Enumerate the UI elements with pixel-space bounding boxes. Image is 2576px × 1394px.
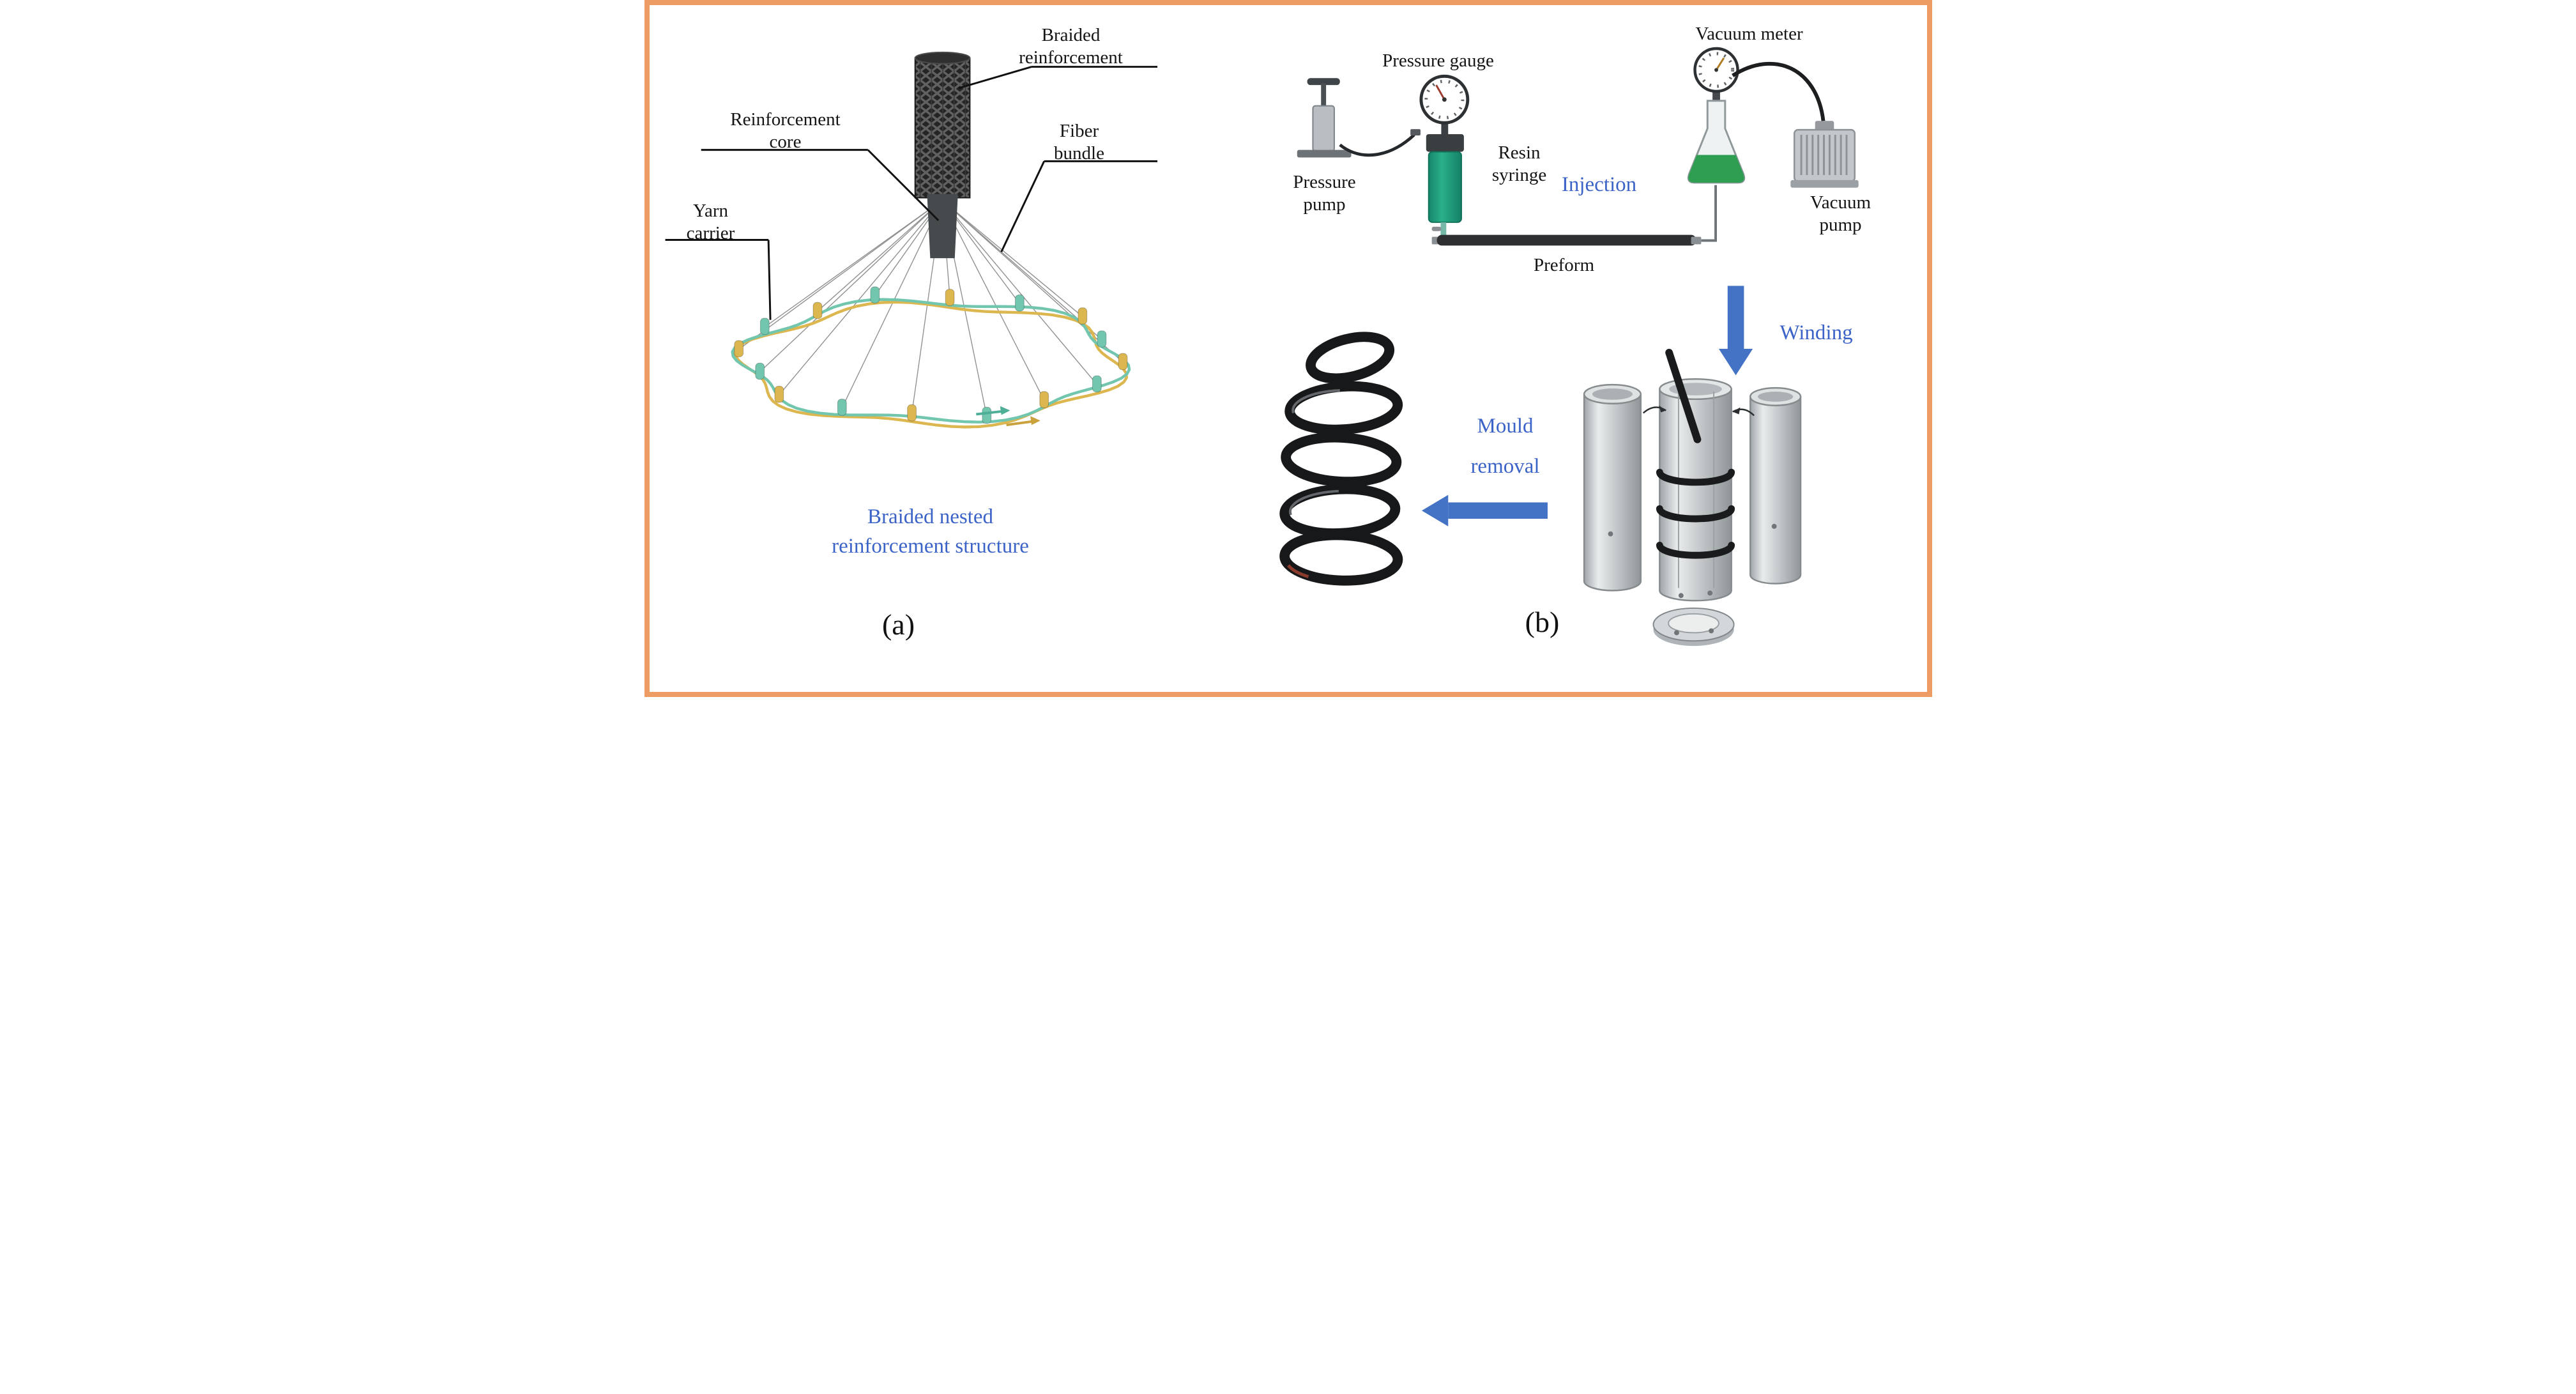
braided-reinforcement-drawing [914, 51, 970, 199]
pressure-pump-drawing [1297, 78, 1421, 158]
figure-art [665, 47, 1859, 647]
reinforcement-core-drawing [926, 194, 958, 259]
resin-syringe-drawing [1419, 74, 1469, 238]
mould-right-shell [1749, 387, 1801, 585]
label-resin-syringe: Resin syringe [1491, 142, 1547, 185]
preform-drawing [1431, 185, 1717, 246]
label-yarn-carrier: Yarn carrier [686, 201, 735, 243]
yarn-direction-arrows [975, 406, 1040, 427]
label-vacuum-pump: Vacuum pump [1810, 192, 1871, 235]
spring-drawing [1279, 332, 1403, 586]
mould-removal-arrow [1421, 494, 1548, 526]
panel-a-leader-lines [665, 66, 1157, 320]
label-pressure-pump: Pressure pump [1293, 172, 1356, 215]
label-mould-removal: Mould removal [1470, 415, 1540, 478]
label-fiber-bundle: Fiber bundle [1054, 121, 1104, 164]
label-pressure-gauge: Pressure gauge [1382, 50, 1494, 71]
panel-a-drawing [665, 51, 1157, 429]
panel-a-caption: Braided nested reinforcement structure [832, 505, 1029, 558]
yarn-carrier-ring [730, 199, 1131, 429]
figure-container: Braided reinforcement Reinforcement core… [644, 0, 1932, 697]
mould-center-cylinder [1656, 348, 1735, 602]
label-preform: Preform [1533, 255, 1595, 275]
panel-b-tag: (b) [1525, 606, 1560, 638]
label-vacuum-meter: Vacuum meter [1695, 24, 1803, 44]
vacuum-pump-drawing [1790, 121, 1859, 188]
panel-a-tag: (a) [881, 608, 915, 641]
mould-assembly-arrows [1642, 405, 1755, 417]
label-braided-reinforcement: Braided reinforcement [1019, 25, 1123, 68]
label-reinforcement-core: Reinforcement core [730, 109, 841, 152]
winding-arrow [1718, 286, 1753, 376]
mould-bottom-ring [1652, 607, 1735, 647]
label-injection: Injection [1561, 173, 1637, 196]
panel-b-drawing [1279, 47, 1859, 647]
label-winding: Winding [1780, 321, 1853, 344]
mould-left-shell [1583, 383, 1642, 592]
vacuum-flask-drawing [1687, 47, 1825, 184]
